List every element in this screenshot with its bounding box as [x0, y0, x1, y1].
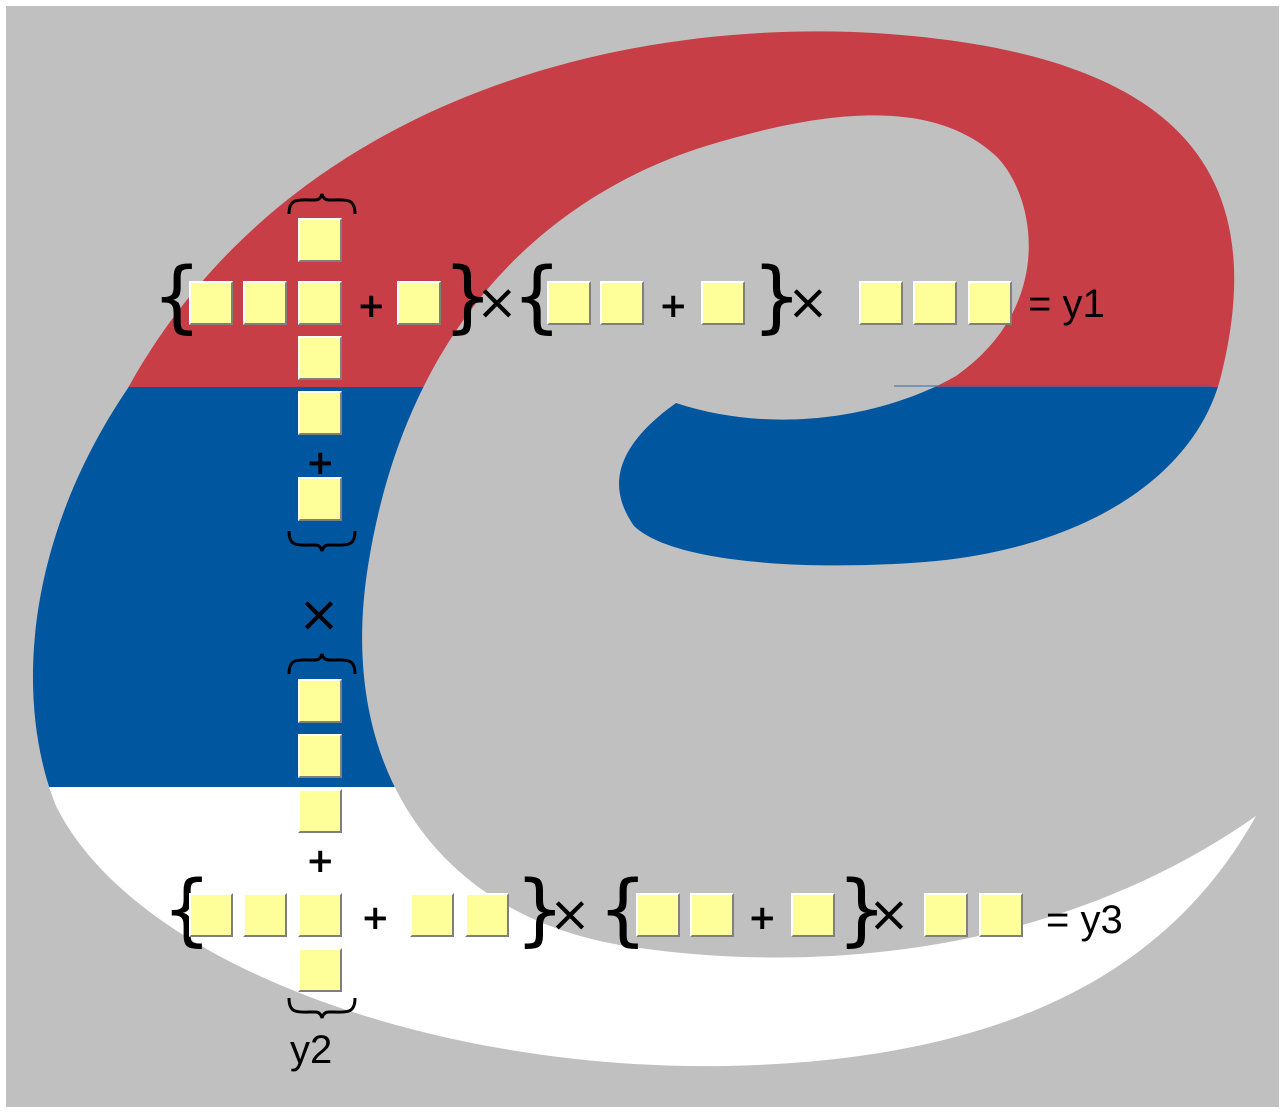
- col-cell-4[interactable]: [298, 391, 342, 435]
- row1-times-2: ×: [787, 273, 829, 331]
- row3-plus-1: +: [361, 898, 390, 938]
- row3-cell-6[interactable]: [636, 893, 680, 937]
- row3-cell-4[interactable]: [410, 893, 454, 937]
- flag-blue-stripe: [32, 387, 1257, 787]
- col-cell-7[interactable]: [298, 734, 342, 778]
- row1-cell-8[interactable]: [859, 281, 903, 325]
- row1-cell-6[interactable]: [600, 281, 644, 325]
- row1-close-brace-1: }: [443, 252, 493, 342]
- row1-cell-7[interactable]: [701, 281, 745, 325]
- col-cell-5[interactable]: [298, 477, 342, 521]
- row3-cell-5[interactable]: [465, 893, 509, 937]
- row1-cell-4[interactable]: [397, 281, 441, 325]
- row3-cell-10[interactable]: [979, 893, 1023, 937]
- result-y3-label: = y3: [1046, 898, 1123, 942]
- col-close-brace-1: [287, 530, 357, 552]
- col-cell-3[interactable]: [298, 336, 342, 380]
- col-cell-1[interactable]: [298, 218, 342, 262]
- row3-cell-2[interactable]: [243, 893, 287, 937]
- col-times-1: ×: [298, 585, 340, 643]
- col-cell-8[interactable]: [298, 789, 342, 833]
- row1-plus-1: +: [357, 286, 386, 326]
- col-plus-1: +: [306, 443, 335, 483]
- result-y2-label: y2: [290, 1028, 333, 1072]
- row3-cell-1[interactable]: [189, 893, 233, 937]
- shared-cell-y1-y2[interactable]: [298, 281, 342, 325]
- row1-cell-1[interactable]: [189, 281, 233, 325]
- row1-cell-10[interactable]: [968, 281, 1012, 325]
- puzzle-board: { + } × { + } × = y1 + ×: [6, 6, 1279, 1107]
- row1-plus-2: +: [659, 286, 688, 326]
- result-y1-label: = y1: [1028, 282, 1105, 326]
- row1-close-brace-2: }: [752, 252, 802, 342]
- shared-cell-y2-y3[interactable]: [298, 893, 342, 937]
- row3-times-2: ×: [868, 885, 910, 943]
- row3-plus-2: +: [748, 898, 777, 938]
- row1-cell-9[interactable]: [913, 281, 957, 325]
- col-open-brace-1: [287, 193, 357, 215]
- col-cell-10[interactable]: [298, 948, 342, 992]
- row3-close-brace-2: }: [837, 865, 887, 955]
- serbian-e-logo-icon: [32, 31, 1257, 1067]
- row3-times-1: ×: [549, 885, 591, 943]
- row1-cell-2[interactable]: [243, 281, 287, 325]
- col-plus-2: +: [306, 841, 335, 881]
- row3-close-brace-1: }: [515, 865, 565, 955]
- col-close-brace-2: [287, 997, 357, 1019]
- col-open-brace-2: [287, 653, 357, 675]
- col-cell-6[interactable]: [298, 679, 342, 723]
- row3-cell-8[interactable]: [791, 893, 835, 937]
- row1-cell-5[interactable]: [547, 281, 591, 325]
- row3-cell-9[interactable]: [924, 893, 968, 937]
- row1-times-1: ×: [476, 273, 518, 331]
- row3-cell-7[interactable]: [690, 893, 734, 937]
